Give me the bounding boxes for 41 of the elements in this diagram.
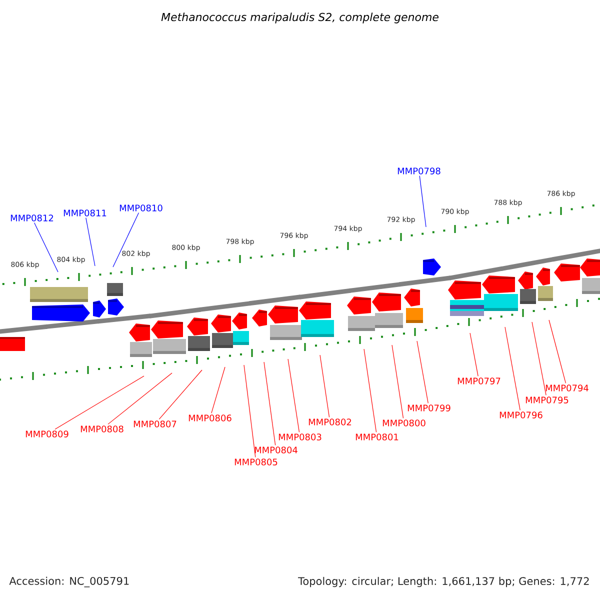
leader-line [108,372,172,424]
leader-line [416,340,428,404]
leader-line [54,376,144,430]
leader-line [34,222,58,272]
gene-label: MMP0805 [234,458,278,466]
gene-label: MMP0799 [408,404,450,412]
leader-line [264,362,276,446]
gene-label: MMP0798 [398,168,440,174]
gene-label: MMP0810 [120,204,162,212]
leader-line [392,344,404,418]
gene-label: MMP0811 [64,210,106,216]
gene-label: MMP0807 [134,420,176,428]
title: Methanococcus maripaludis S2, complete genome [161,12,438,24]
leader-line [158,370,202,420]
gene-label: MMP0809 [26,430,68,438]
leader-line [288,358,300,432]
gene-label: MMP0794 [546,384,588,392]
leader-line [86,218,96,266]
leader-line [244,364,256,458]
leader-line [548,320,566,384]
gene-label: MMP0804 [254,446,298,454]
leader-line [470,332,478,376]
gene-label: MMP0812 [10,214,54,222]
gene-label: MMP0806 [188,414,232,422]
leader-line [419,176,426,228]
leader-line [364,348,377,432]
gene-label: MMP0803 [278,434,322,440]
gene-label: MMP0796 [500,412,542,418]
leader-line [504,326,520,410]
footer-text: Accession: NC_005791 [9,576,129,588]
gene-label: MMP0802 [308,418,352,426]
gene-label: MMP0797 [458,378,500,384]
gene-label: MMP0795 [526,396,568,404]
leader-line [112,212,140,268]
gene-label: MMP0808 [80,426,124,432]
leader-line [532,322,546,396]
footer-text: Topology: circular; Length: 1,661,137 bp; Genes: 1,772 [298,576,589,588]
leader-line [211,366,226,414]
leader-line [320,354,330,418]
gene-label: MMP0801 [356,434,398,440]
gene-label: MMP0800 [382,420,426,426]
